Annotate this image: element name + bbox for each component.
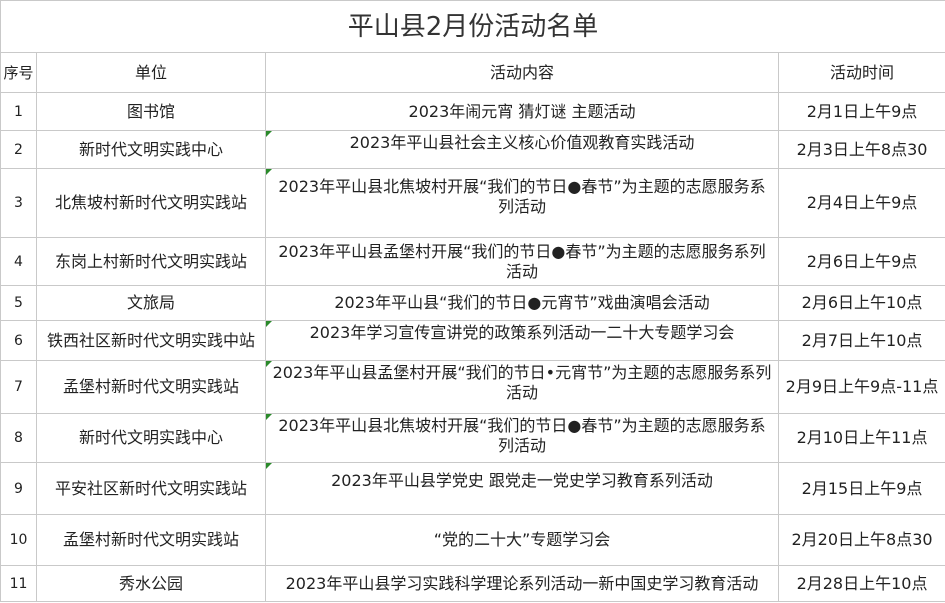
table-row: 7 孟堡村新时代文明实践站 2023年平山县孟堡村开展“我们的节日•元宵节”为主…	[0, 360, 945, 414]
cell-content-text: 2023年平山县学习实践科学理论系列活动一新中国史学习教育活动	[285, 573, 759, 593]
cell-unit[interactable]: 铁西社区新时代文明实践中站	[36, 320, 266, 361]
table-row: 11 秀水公园 2023年平山县学习实践科学理论系列活动一新中国史学习教育活动 …	[0, 565, 945, 602]
cell-content[interactable]: 2023年平山县“我们的节日●元宵节”戏曲演唱会活动	[265, 285, 779, 321]
cell-index[interactable]: 5	[0, 285, 37, 321]
cell-index[interactable]: 10	[0, 514, 37, 566]
cell-content[interactable]: “党的二十大”专题学习会	[265, 514, 779, 566]
cell-content[interactable]: 2023年平山县学党史 跟党走一党史学习教育系列活动	[265, 462, 779, 515]
cell-time[interactable]: 2月20日上午8点30	[777, 514, 945, 566]
cell-content-text: 2023年平山县孟堡村开展“我们的节日•元宵节”为主题的志愿服务系列活动	[272, 363, 772, 402]
cell-content[interactable]: 2023年平山县北焦坡村开展“我们的节日●春节”为主题的志愿服务系列活动	[265, 168, 779, 238]
cell-content-text: 2023年学习宣传宣讲党的政策系列活动一二十大专题学习会	[309, 323, 735, 342]
cell-content[interactable]: 2023年平山县孟堡村开展“我们的节日•元宵节”为主题的志愿服务系列活动	[265, 360, 779, 414]
cell-time[interactable]: 2月9日上午9点-11点	[777, 360, 945, 414]
cell-indicator-icon	[266, 361, 272, 367]
cell-time[interactable]: 2月28日上午10点	[777, 565, 945, 602]
cell-time[interactable]: 2月4日上午9点	[777, 168, 945, 238]
cell-content-text: 2023年平山县北焦坡村开展“我们的节日●春节”为主题的志愿服务系列活动	[278, 416, 766, 455]
header-time[interactable]: 活动时间	[777, 52, 945, 93]
cell-content-text: 2023年平山县北焦坡村开展“我们的节日●春节”为主题的志愿服务系列活动	[278, 177, 766, 216]
sheet-title[interactable]: 平山县2月份活动名单	[0, 0, 945, 53]
header-content[interactable]: 活动内容	[265, 52, 779, 93]
table-row: 3 北焦坡村新时代文明实践站 2023年平山县北焦坡村开展“我们的节日●春节”为…	[0, 168, 945, 238]
header-index[interactable]: 序号	[0, 52, 37, 93]
cell-index[interactable]: 6	[0, 320, 37, 361]
cell-indicator-icon	[266, 131, 272, 137]
cell-unit[interactable]: 孟堡村新时代文明实践站	[36, 360, 266, 414]
header-row: 序号 单位 活动内容 活动时间	[0, 52, 945, 93]
table-row: 8 新时代文明实践中心 2023年平山县北焦坡村开展“我们的节日●春节”为主题的…	[0, 413, 945, 463]
cell-index[interactable]: 11	[0, 565, 37, 602]
cell-unit[interactable]: 图书馆	[36, 92, 266, 131]
cell-content-text: 2023年平山县学党史 跟党走一党史学习教育系列活动	[331, 471, 713, 490]
cell-content-text: 2023年平山县孟堡村开展“我们的节日●春节”为主题的志愿服务系列活动	[278, 241, 766, 281]
cell-time[interactable]: 2月1日上午9点	[777, 92, 945, 131]
cell-content[interactable]: 2023年平山县孟堡村开展“我们的节日●春节”为主题的志愿服务系列活动	[265, 237, 779, 286]
cell-content[interactable]: 2023年平山县学习实践科学理论系列活动一新中国史学习教育活动	[265, 565, 779, 602]
cell-index[interactable]: 8	[0, 413, 37, 463]
table-row: 5 文旅局 2023年平山县“我们的节日●元宵节”戏曲演唱会活动 2月6日上午1…	[0, 285, 945, 321]
table-row: 6 铁西社区新时代文明实践中站 2023年学习宣传宣讲党的政策系列活动一二十大专…	[0, 320, 945, 361]
cell-unit[interactable]: 北焦坡村新时代文明实践站	[36, 168, 266, 238]
cell-time[interactable]: 2月3日上午8点30	[777, 130, 945, 169]
cell-index[interactable]: 2	[0, 130, 37, 169]
cell-index[interactable]: 3	[0, 168, 37, 238]
table-row: 4 东岗上村新时代文明实践站 2023年平山县孟堡村开展“我们的节日●春节”为主…	[0, 237, 945, 286]
cell-unit[interactable]: 新时代文明实践中心	[36, 130, 266, 169]
cell-indicator-icon	[266, 414, 272, 420]
cell-unit[interactable]: 孟堡村新时代文明实践站	[36, 514, 266, 566]
cell-index[interactable]: 7	[0, 360, 37, 414]
cell-unit[interactable]: 秀水公园	[36, 565, 266, 602]
table-row: 10 孟堡村新时代文明实践站 “党的二十大”专题学习会 2月20日上午8点30	[0, 514, 945, 566]
cell-index[interactable]: 1	[0, 92, 37, 131]
cell-index[interactable]: 9	[0, 462, 37, 515]
cell-unit[interactable]: 东岗上村新时代文明实践站	[36, 237, 266, 286]
cell-time[interactable]: 2月6日上午10点	[777, 285, 945, 321]
cell-indicator-icon	[266, 463, 272, 469]
header-unit[interactable]: 单位	[36, 52, 266, 93]
table-row: 9 平安社区新时代文明实践站 2023年平山县学党史 跟党走一党史学习教育系列活…	[0, 462, 945, 515]
cell-content-text: 2023年平山县“我们的节日●元宵节”戏曲演唱会活动	[334, 293, 710, 312]
cell-content[interactable]: 2023年平山县北焦坡村开展“我们的节日●春节”为主题的志愿服务系列活动	[265, 413, 779, 463]
cell-time[interactable]: 2月15日上午9点	[777, 462, 945, 515]
cell-unit[interactable]: 文旅局	[36, 285, 266, 321]
table-row: 1 图书馆 2023年闹元宵 猜灯谜 主题活动 2月1日上午9点	[0, 92, 945, 131]
cell-content-text: 2023年平山县社会主义核心价值观教育实践活动	[349, 133, 695, 152]
cell-unit[interactable]: 平安社区新时代文明实践站	[36, 462, 266, 515]
cell-content[interactable]: 2023年平山县社会主义核心价值观教育实践活动	[265, 130, 779, 169]
cell-content-text: 2023年闹元宵 猜灯谜 主题活动	[408, 101, 636, 121]
cell-content[interactable]: 2023年闹元宵 猜灯谜 主题活动	[265, 92, 779, 131]
cell-unit[interactable]: 新时代文明实践中心	[36, 413, 266, 463]
cell-content[interactable]: 2023年学习宣传宣讲党的政策系列活动一二十大专题学习会	[265, 320, 779, 361]
cell-index[interactable]: 4	[0, 237, 37, 286]
cell-indicator-icon	[266, 169, 272, 175]
cell-time[interactable]: 2月6日上午9点	[777, 237, 945, 286]
title-row: 平山县2月份活动名单	[0, 0, 945, 53]
cell-indicator-icon	[266, 321, 272, 327]
cell-time[interactable]: 2月7日上午10点	[777, 320, 945, 361]
cell-time[interactable]: 2月10日上午11点	[777, 413, 945, 463]
cell-content-text: “党的二十大”专题学习会	[433, 530, 611, 549]
table-row: 2 新时代文明实践中心 2023年平山县社会主义核心价值观教育实践活动 2月3日…	[0, 130, 945, 169]
